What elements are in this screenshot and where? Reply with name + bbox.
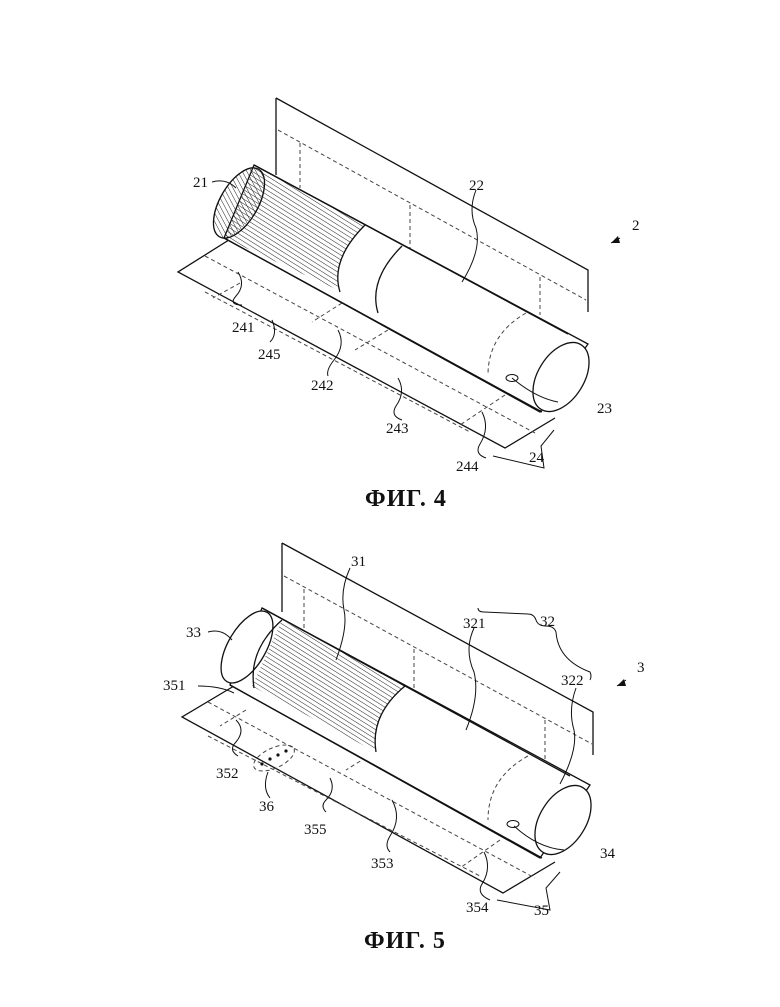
figure-5: 31 32 33 321 322 3 351 352 36 355 353 35… xyxy=(163,543,645,954)
figure-4-caption: ФИГ. 4 xyxy=(365,486,447,512)
label-355: 355 xyxy=(304,822,327,838)
label-36: 36 xyxy=(259,799,275,815)
label-242: 242 xyxy=(311,378,334,394)
label-2: 2 xyxy=(632,218,640,234)
label-352: 352 xyxy=(216,766,239,782)
label-244: 244 xyxy=(456,459,479,475)
label-245: 245 xyxy=(258,347,281,363)
figure-4: 21 22 2 241 245 242 243 244 24 23 ФИГ. 4 xyxy=(178,98,640,512)
label-351: 351 xyxy=(163,678,186,694)
label-33: 33 xyxy=(186,625,201,641)
label-23: 23 xyxy=(597,401,612,417)
label-243: 243 xyxy=(386,421,409,437)
label-21: 21 xyxy=(193,175,208,191)
label-353: 353 xyxy=(371,856,394,872)
label-31: 31 xyxy=(351,554,366,570)
label-322: 322 xyxy=(561,673,584,689)
label-34: 34 xyxy=(600,846,616,862)
label-3: 3 xyxy=(637,660,645,676)
label-241: 241 xyxy=(232,320,255,336)
label-354: 354 xyxy=(466,900,489,916)
label-35: 35 xyxy=(534,903,549,919)
figure-5-caption: ФИГ. 5 xyxy=(364,928,446,954)
fig5-rod xyxy=(211,603,603,865)
label-22: 22 xyxy=(469,178,484,194)
label-32: 32 xyxy=(540,614,555,630)
label-321: 321 xyxy=(463,616,486,632)
fig4-rod xyxy=(203,160,601,422)
label-24: 24 xyxy=(529,450,545,466)
